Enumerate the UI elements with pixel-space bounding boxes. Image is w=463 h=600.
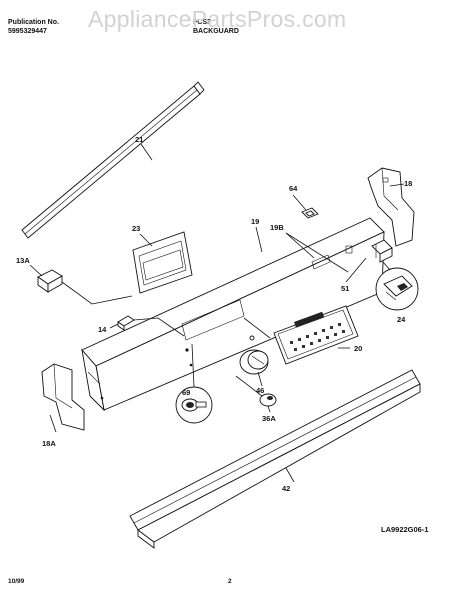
detail-24	[375, 267, 419, 311]
label-21: 21	[135, 135, 143, 144]
label-42: 42	[282, 484, 290, 493]
leader-51	[345, 257, 367, 283]
label-18a: 18A	[42, 439, 56, 448]
panel-23	[132, 231, 193, 294]
leader-19b-a	[285, 232, 315, 259]
label-14: 14	[98, 325, 107, 334]
leader-19b-b	[285, 232, 349, 273]
end-bracket-left	[41, 363, 85, 431]
leader-36a	[267, 405, 271, 413]
label-18: 18	[404, 179, 412, 188]
leader-24-source	[382, 261, 391, 271]
knob-46	[239, 349, 269, 375]
label-64: 64	[289, 184, 298, 193]
leader-64	[292, 194, 307, 211]
leader-42	[285, 467, 295, 483]
trim-strip-top	[21, 81, 205, 239]
label-19: 19	[251, 217, 259, 226]
label-13a: 13A	[16, 256, 30, 265]
label-69: 69	[182, 388, 190, 397]
model-number: FCS3	[193, 19, 211, 26]
label-20: 20	[354, 344, 362, 353]
clip-64	[301, 207, 319, 219]
watermark: AppliancePartsPros.com	[88, 6, 347, 32]
leader-46	[257, 371, 263, 387]
label-23: 23	[132, 224, 140, 233]
diagram-code: LA9922G06-1	[381, 525, 429, 534]
connector-36a	[235, 375, 263, 397]
connector-51	[371, 239, 393, 263]
leader-14	[109, 323, 119, 329]
label-46: 46	[256, 386, 264, 395]
detail-69	[175, 386, 213, 424]
publication-label: Publication No.	[8, 19, 59, 26]
label-51: 51	[341, 284, 349, 293]
connector-14	[133, 317, 185, 337]
control-board-20	[273, 305, 359, 365]
trim-strip-bottom	[129, 369, 421, 549]
mount-point	[249, 335, 255, 341]
footer-date: 10/99	[8, 578, 25, 585]
knob-36a	[259, 393, 277, 407]
block-13a	[37, 269, 63, 293]
label-36a: 36A	[262, 414, 276, 423]
footer-page: 2	[228, 578, 232, 585]
end-bracket-right	[367, 167, 415, 247]
leader-18a	[49, 414, 57, 433]
leader-23	[139, 233, 153, 247]
connector-13a	[61, 281, 133, 305]
label-19b: 19B	[270, 223, 284, 232]
leader-19	[255, 226, 263, 253]
backguard-body-19	[81, 217, 385, 412]
leader-13a	[29, 264, 43, 277]
leader-18	[389, 183, 405, 187]
leader-69-source	[191, 343, 195, 388]
connector-20	[243, 317, 271, 339]
publication-number: 5995329447	[8, 28, 47, 35]
section-title: BACKGUARD	[193, 28, 239, 35]
leader-21	[140, 143, 153, 161]
label-24: 24	[397, 315, 406, 324]
